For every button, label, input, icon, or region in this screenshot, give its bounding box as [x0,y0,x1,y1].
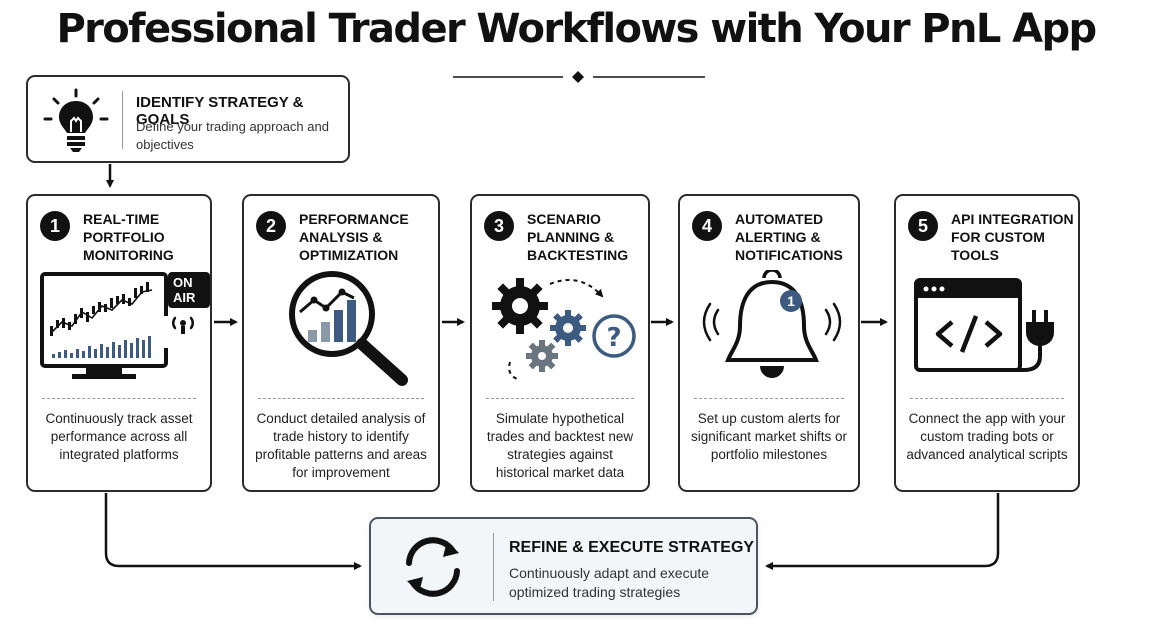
lightbulb-icon [43,88,109,152]
step-number-5: 5 [908,211,938,241]
top-step-heading: IDENTIFY STRATEGY & GOALS [136,94,304,128]
magnifier-chart-icon [289,271,408,386]
monitor-chart-icon [40,272,202,379]
top-step-description: Define your trading approach and objecti… [136,119,329,152]
bottom-box-divider [493,533,494,601]
refresh-cycle-icon [406,537,460,597]
refine-execute-box: REFINE & EXECUTE STRATEGY Continuously a… [369,517,758,615]
step-card-3: 3 SCENARIO PLANNING & BACKTESTING [470,194,650,492]
bell-icon [702,270,842,378]
title-ornament [453,71,705,83]
identify-strategy-box: IDENTIFY STRATEGY & GOALS Define your tr… [26,75,350,163]
step-separator-2 [258,398,424,399]
step-number-4: 4 [692,211,722,241]
step-number-1: 1 [40,211,70,241]
step-separator-4 [694,398,844,399]
bottom-step-heading: REFINE & EXECUTE STRATEGY [509,539,755,556]
on-air-badge: ON AIR [168,272,210,308]
step-card-4: 4 AUTOMATED ALERTING & NOTIFICATIONS 1 S… [678,194,860,492]
gears-question-icon: ? [492,278,636,381]
step-card-1: 1 REAL-TIME PORTFOLIO MONITORING [26,194,212,492]
step-heading-5: API INTEGRATION FOR CUSTOM TOOLS [951,211,1074,263]
svg-text:?: ? [606,323,621,353]
step-description-3: Simulate hypothetical trades and backtes… [486,411,634,480]
step-description-5: Connect the app with your custom trading… [906,411,1068,462]
step-card-5: 5 API INTEGRATION FOR CUSTOM TOOLS Conne… [894,194,1080,492]
arrow-step-1-to-bottom [104,493,362,570]
step-heading-4: AUTOMATED ALERTING & NOTIFICATIONS [735,211,843,263]
step-description-1: Continuously track asset performance acr… [45,411,193,462]
step-heading-2: PERFORMANCE ANALYSIS & OPTIMIZATION [299,211,409,263]
notification-count-badge: 1 [780,290,802,312]
step-separator-3 [486,398,634,399]
code-plug-icon [914,278,1054,372]
step-description-2: Conduct detailed analysis of trade histo… [255,411,427,480]
step-description-4: Set up custom alerts for significant mar… [690,411,848,462]
top-box-divider [122,91,123,149]
step-heading-1: REAL-TIME PORTFOLIO MONITORING [83,211,174,263]
step-number-2: 2 [256,211,286,241]
arrow-step-5-to-bottom [765,493,1000,570]
step-separator-1 [42,398,196,399]
step-separator-5 [910,398,1064,399]
step-number-3: 3 [484,211,514,241]
step-card-2: 2 PERFORMANCE ANALYSIS & OPTIMIZATION Co… [242,194,440,492]
bottom-step-description: Continuously adapt and execute optimized… [509,565,710,600]
page-title: Professional Trader Workflows with Your … [56,6,1097,52]
step-heading-3: SCENARIO PLANNING & BACKTESTING [527,211,629,263]
